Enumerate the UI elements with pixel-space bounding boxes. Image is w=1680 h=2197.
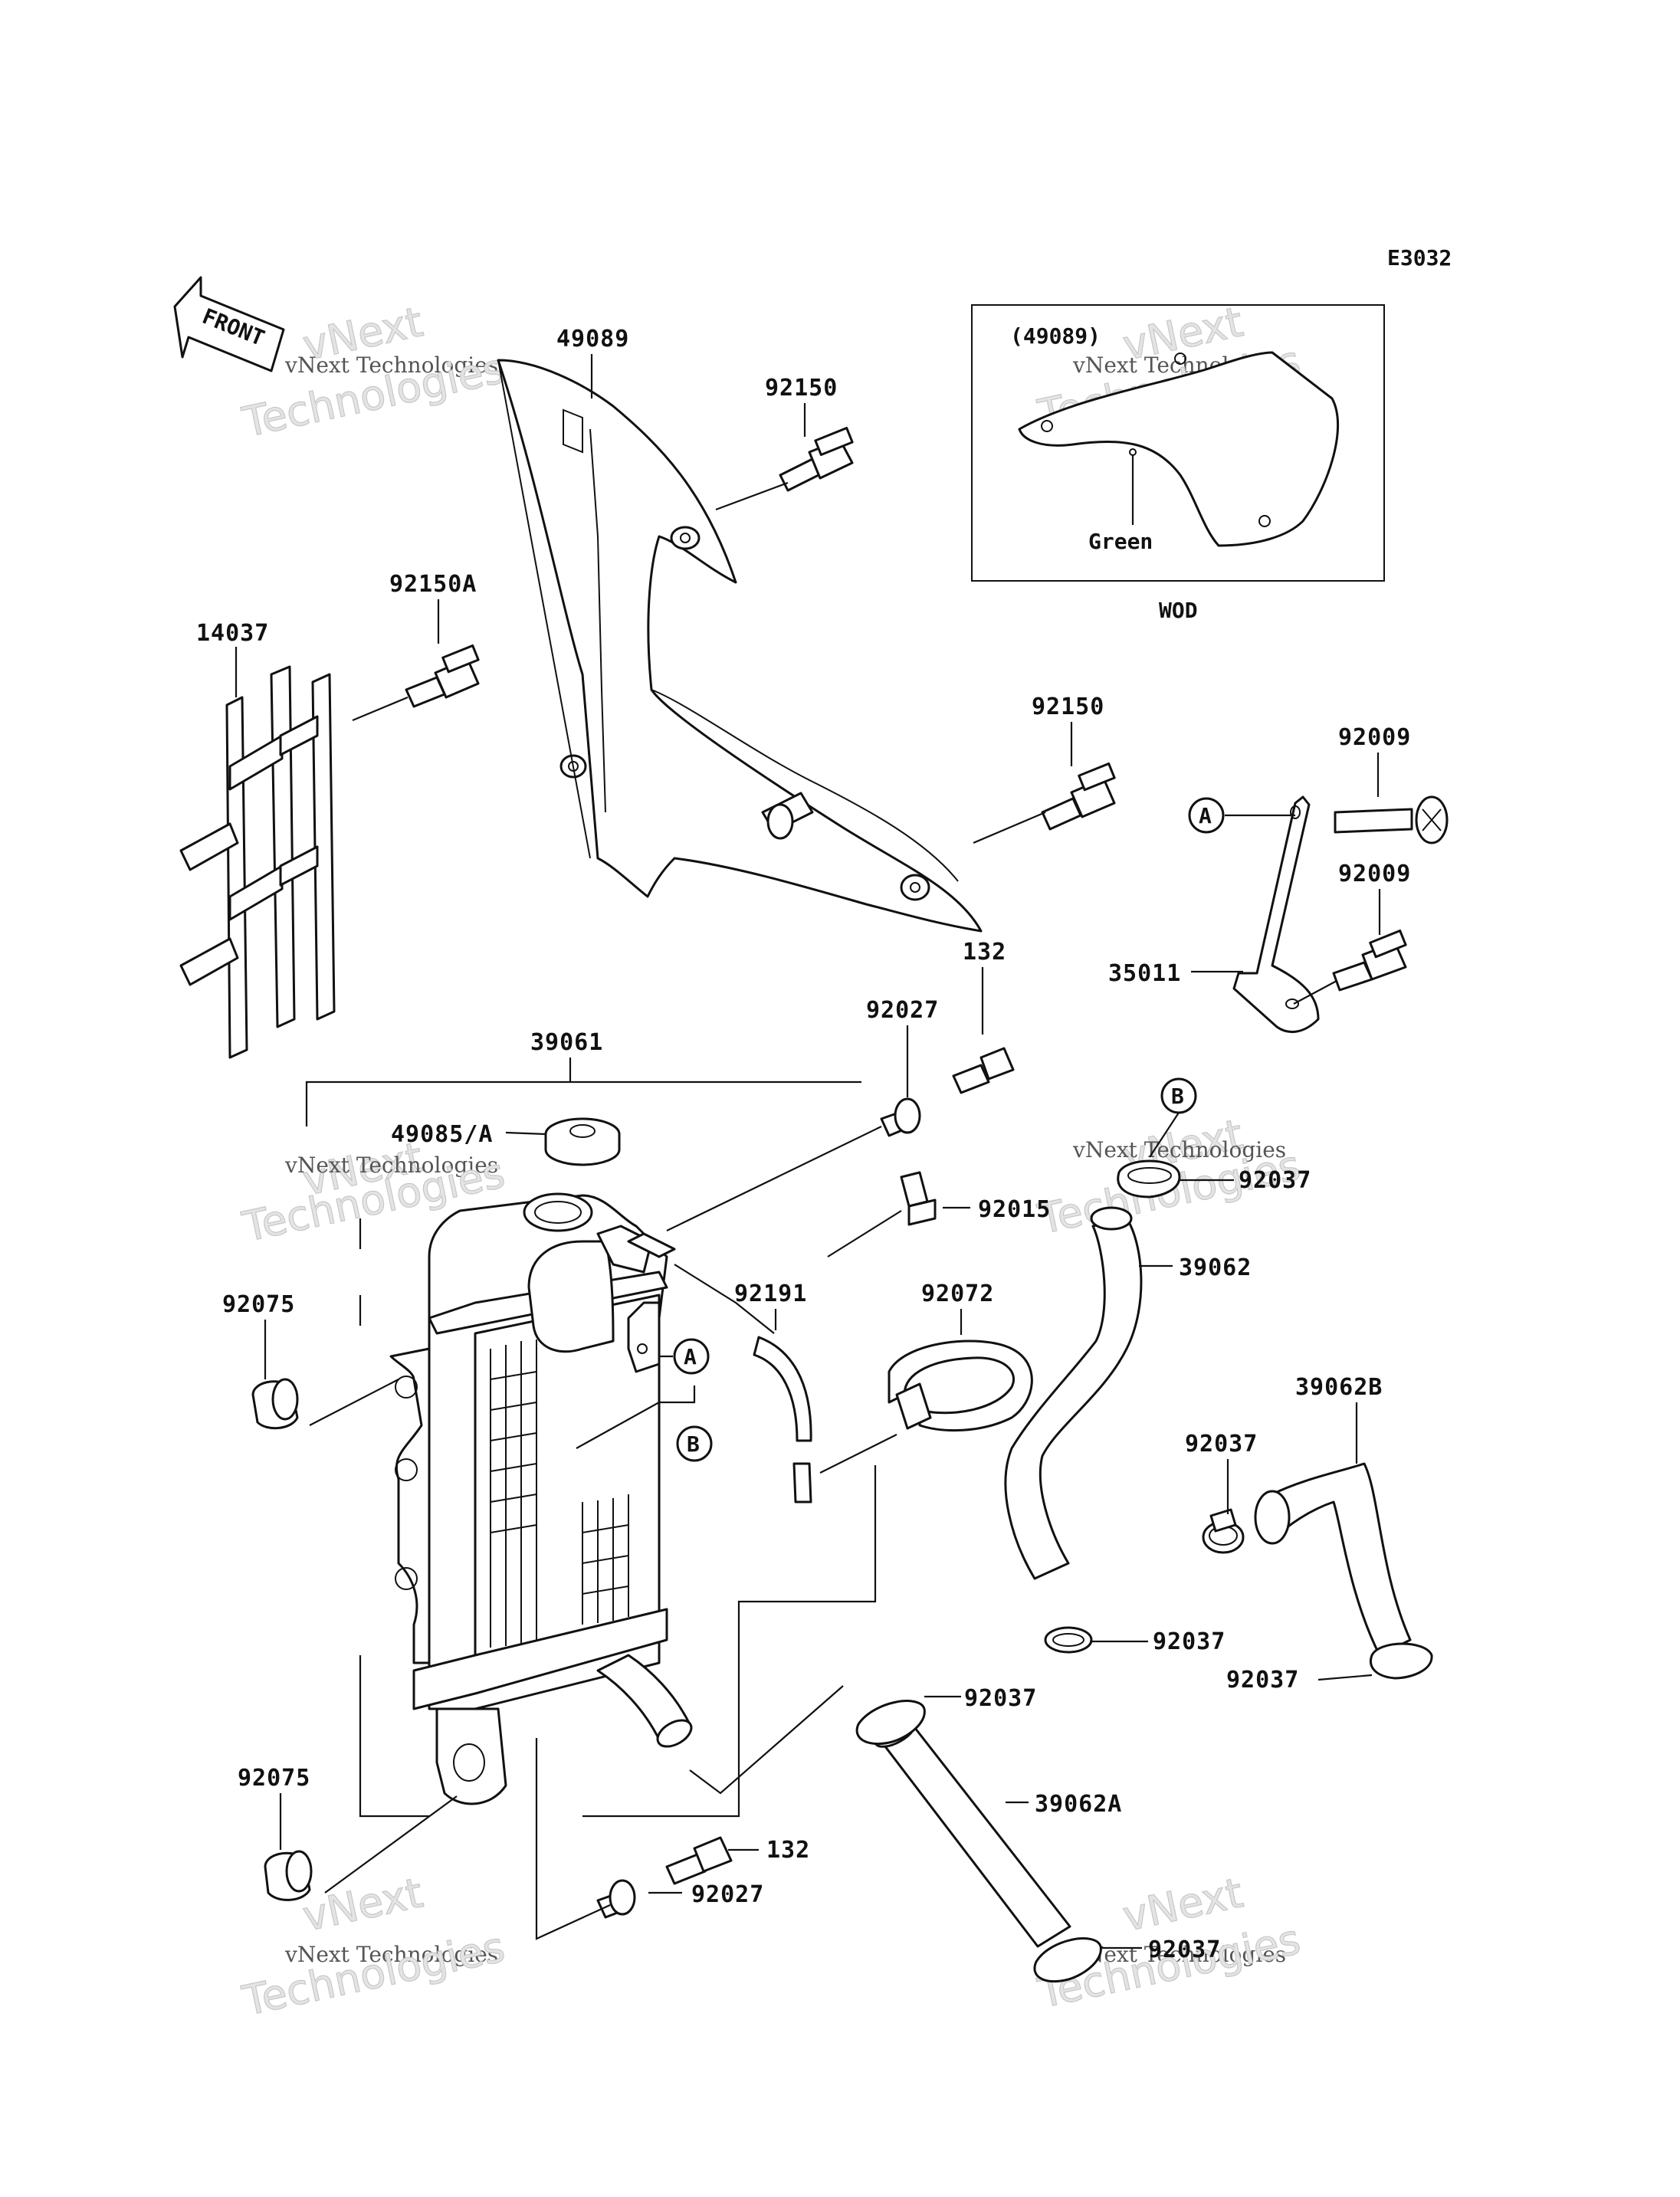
label-132-bot: 132 xyxy=(766,1837,810,1864)
svg-text:B: B xyxy=(687,1431,700,1457)
inset-wod: (49089) Green WOD xyxy=(971,304,1385,623)
label-92037-hose: 92037 xyxy=(964,1685,1037,1712)
label-92037-mid: 92037 xyxy=(1185,1431,1258,1458)
label-92150-top: 92150 xyxy=(765,375,838,402)
bolt-92150a xyxy=(405,644,480,708)
bolt-92009-bot xyxy=(1332,929,1407,992)
label-92037-b: 92037 xyxy=(1239,1167,1311,1194)
label-92037-lower: 92037 xyxy=(1153,1628,1226,1655)
label-39062: 39062 xyxy=(1179,1254,1252,1281)
leader-lines xyxy=(235,354,1381,1949)
ref-circle-a-radiator: A xyxy=(673,1338,710,1375)
ref-circle-b-radiator: B xyxy=(676,1425,713,1462)
bolt-132-bot xyxy=(665,1836,733,1885)
svg-text:vNext Technologies: vNext Technologies xyxy=(1072,1942,1286,1967)
label-39062b: 39062B xyxy=(1295,1374,1383,1401)
label-92075-bot: 92075 xyxy=(238,1765,310,1792)
hose-39062 xyxy=(1004,1206,1143,1580)
label-92072: 92072 xyxy=(921,1280,994,1307)
svg-text:vNext: vNext xyxy=(299,1868,427,1940)
label-92037-bot: 92037 xyxy=(1148,1936,1221,1963)
bracket-35011 xyxy=(1232,795,1320,1034)
collar-92027-bot xyxy=(596,1879,636,1919)
label-49089: 49089 xyxy=(556,326,629,353)
part-labels: 49089 92150 92150A 14037 92150 92009 920… xyxy=(196,326,1411,1963)
grommet-92075-bot xyxy=(264,1850,313,1901)
clamp-92037-right xyxy=(1370,1642,1433,1680)
radiator-cap xyxy=(544,1117,621,1166)
label-92075-top: 92075 xyxy=(222,1291,295,1318)
label-39062a: 39062A xyxy=(1035,1791,1122,1818)
svg-text:vNext Technologies: vNext Technologies xyxy=(284,353,498,378)
hose-39062b xyxy=(1254,1462,1412,1657)
watermark-top-left: vNext vNext Technologies Technologies xyxy=(238,297,510,448)
clamp-92037-hose xyxy=(855,1700,926,1745)
inset-part-ref: (49089) xyxy=(1010,323,1101,349)
hose-39062a xyxy=(873,1716,1071,1948)
strap-92072 xyxy=(888,1340,1033,1432)
bolt-92150-top xyxy=(779,426,854,492)
clamp-92037-bot xyxy=(1033,1937,1102,1982)
svg-text:B: B xyxy=(1171,1084,1184,1109)
collar-92027-top xyxy=(880,1097,921,1137)
label-92009-top: 92009 xyxy=(1338,724,1411,751)
clamp-92037-mid xyxy=(1202,1508,1245,1554)
label-92015: 92015 xyxy=(978,1196,1051,1223)
label-92027-bot: 92027 xyxy=(691,1881,764,1908)
label-39061: 39061 xyxy=(530,1029,603,1056)
radiator-grille xyxy=(179,665,336,1059)
inset-caption: WOD xyxy=(1159,598,1198,623)
inset-color-label: Green xyxy=(1088,529,1153,554)
front-arrow-icon: FRONT xyxy=(173,276,285,372)
label-92150-mid: 92150 xyxy=(1032,694,1104,720)
ref-circle-b-clamp: B xyxy=(1160,1077,1197,1114)
svg-text:Technologies: Technologies xyxy=(238,1923,509,2025)
svg-text:A: A xyxy=(684,1344,697,1369)
label-14037: 14037 xyxy=(196,620,269,647)
radiator-core xyxy=(389,1192,693,1805)
bolt-92150-mid xyxy=(1041,762,1116,831)
label-49085a: 49085/A xyxy=(391,1121,493,1148)
svg-text:A: A xyxy=(1199,803,1212,828)
svg-text:vNext Technologies: vNext Technologies xyxy=(1072,1137,1286,1162)
radiator-shroud xyxy=(497,359,983,933)
label-35011: 35011 xyxy=(1108,960,1181,987)
label-92150a: 92150A xyxy=(389,571,477,598)
clamp-92037-b xyxy=(1117,1159,1181,1199)
figure-code: E3032 xyxy=(1387,245,1452,271)
clip-92015 xyxy=(900,1171,937,1226)
label-92027-top: 92027 xyxy=(866,997,939,1024)
svg-text:vNext Technologies: vNext Technologies xyxy=(284,1153,498,1178)
grommet-92075-top xyxy=(251,1378,299,1430)
bolt-132-top xyxy=(952,1047,1015,1094)
label-92009-bot: 92009 xyxy=(1338,861,1411,887)
bolt-92009-top xyxy=(1334,795,1449,844)
label-92037-right: 92037 xyxy=(1226,1667,1299,1694)
svg-text:vNext Technologies: vNext Technologies xyxy=(284,1942,498,1967)
label-92191: 92191 xyxy=(734,1280,807,1307)
hose-92191 xyxy=(753,1336,812,1503)
ref-circle-a-bracket: A xyxy=(1188,797,1225,834)
clamp-92037-lower xyxy=(1044,1626,1093,1654)
label-132-top: 132 xyxy=(963,939,1006,966)
